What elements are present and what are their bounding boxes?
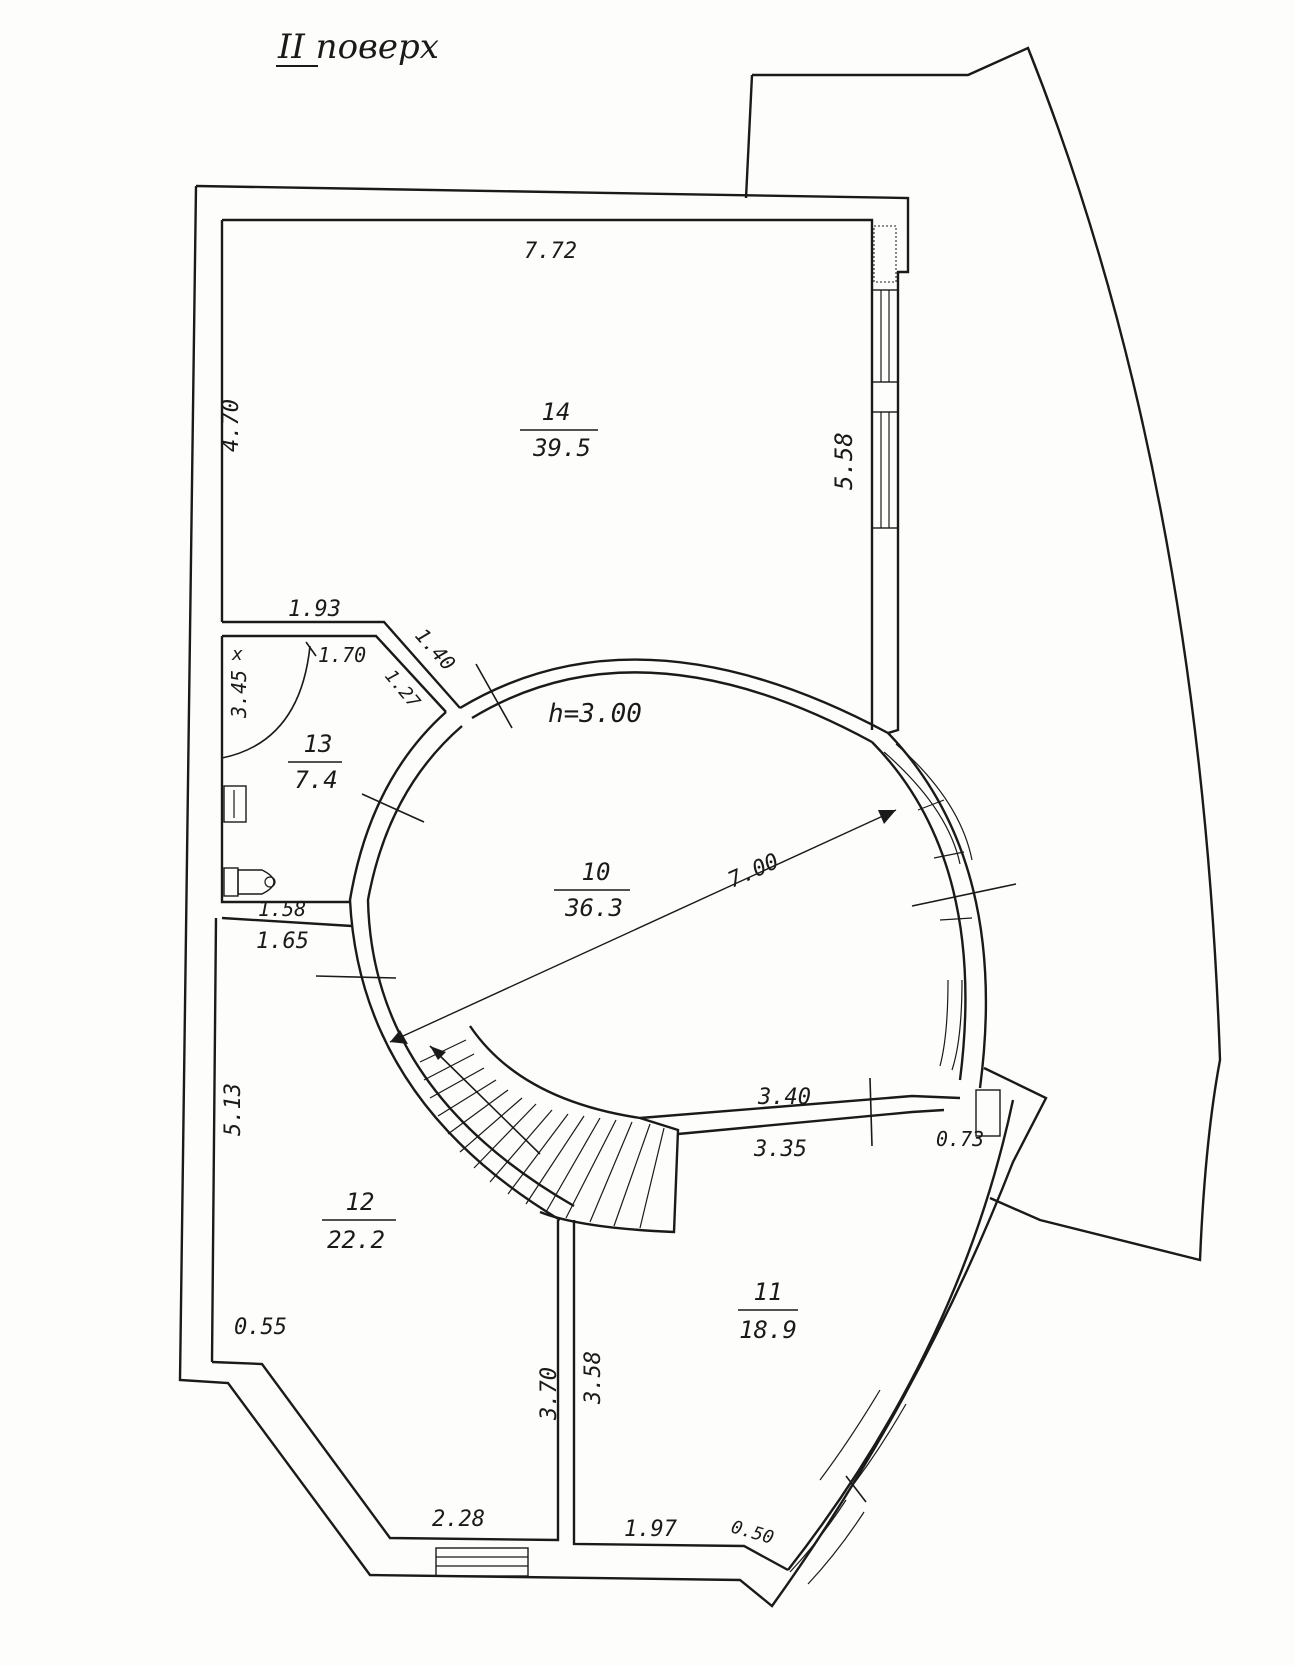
svg-text:14: 14 [542, 398, 571, 426]
diameter-arrowhead-start [390, 1030, 408, 1044]
door-marks [315, 663, 1017, 1147]
room-10-label: 10 36.3 [554, 858, 630, 922]
dim-3-70: 3.70 [537, 1367, 562, 1421]
diameter-arrowhead-end [878, 810, 896, 824]
staircase [419, 1025, 680, 1234]
inner-wall-room14 [222, 218, 874, 730]
door-swing-room13 [221, 645, 311, 759]
wall-room12-left [210, 917, 218, 1363]
dim-1-65: 1.65 [256, 929, 309, 954]
dim-1-97: 1.97 [624, 1517, 678, 1542]
dim-1-27: 1.27 [380, 666, 424, 713]
wall-room10-room11 [639, 1094, 961, 1120]
dim-0-55: 0.55 [234, 1315, 287, 1340]
terrace-wall-left [744, 74, 754, 199]
svg-text:7.4: 7.4 [294, 766, 337, 794]
svg-text:11: 11 [754, 1278, 783, 1306]
svg-text:39.5: 39.5 [532, 434, 591, 462]
svg-text:10: 10 [582, 858, 611, 886]
round-hall-walls [348, 658, 988, 1222]
diameter-arrow-line [389, 809, 897, 1043]
room-14-label: 14 39.5 [520, 398, 598, 462]
dim-1-93: 1.93 [288, 597, 341, 622]
dim-4-70: 4.70 [219, 399, 244, 452]
wall-room13-left [220, 636, 350, 904]
svg-text:36.3: 36.3 [564, 894, 623, 922]
room-13-label: 13 7.4 [288, 730, 342, 794]
dim-5-13: 5.13 [221, 1083, 246, 1136]
toilet-icon [223, 867, 276, 897]
svg-text:12: 12 [346, 1188, 375, 1216]
dim-3-45: 3.45 [227, 670, 251, 719]
window-right-upper [871, 289, 899, 383]
dim-0-50: 0.50 [729, 1517, 776, 1549]
wall-room13-room12 [221, 916, 353, 928]
dim-7-72: 7.72 [524, 239, 577, 264]
svg-text:22.2: 22.2 [327, 1226, 385, 1254]
wall-room14-room13-inner [222, 634, 447, 713]
dim-5-58: 5.58 [830, 432, 858, 490]
window-right-lower [871, 411, 899, 529]
window-room11-curved [789, 1389, 907, 1585]
wall-room14-room13 [222, 620, 461, 709]
plan-title: II поверх [277, 27, 439, 67]
dim-1-70: 1.70 [318, 643, 366, 667]
dim-2-28: 2.28 [432, 1507, 485, 1532]
wall-room10-room11-inner [677, 1108, 945, 1136]
wall-room11-bottom [572, 1220, 789, 1572]
dim-1-58: 1.58 [258, 897, 306, 921]
dim-3-40: 3.40 [757, 1085, 811, 1110]
sink-icon [223, 785, 247, 823]
window-round-east [883, 743, 973, 1071]
wall-room11-curved [787, 1099, 1015, 1571]
terrace-outline [752, 46, 1222, 1262]
svg-text:13: 13 [304, 730, 333, 758]
room13-corner-mark: x [231, 644, 243, 665]
dim-0-73: 0.73 [936, 1127, 984, 1151]
room-12-label: 12 22.2 [322, 1188, 396, 1254]
dim-3-58-lower: 3.58 [581, 1351, 606, 1405]
wall-room12-bottom [211, 1220, 560, 1542]
outer-wall-top-right [195, 184, 910, 735]
door-leaf-room13 [305, 641, 317, 657]
dim-1-40: 1.40 [410, 623, 460, 675]
window-bottom-left [435, 1547, 529, 1577]
vent-shaft [975, 1089, 1001, 1137]
chimney-block [873, 225, 897, 283]
dim-7-00: 7.00 [724, 849, 783, 893]
dim-3-35: 3.35 [753, 1137, 807, 1162]
svg-text:18.9: 18.9 [739, 1316, 797, 1344]
room-11-label: 11 18.9 [738, 1278, 798, 1344]
ceiling-height-note: h=3.00 [548, 699, 642, 729]
